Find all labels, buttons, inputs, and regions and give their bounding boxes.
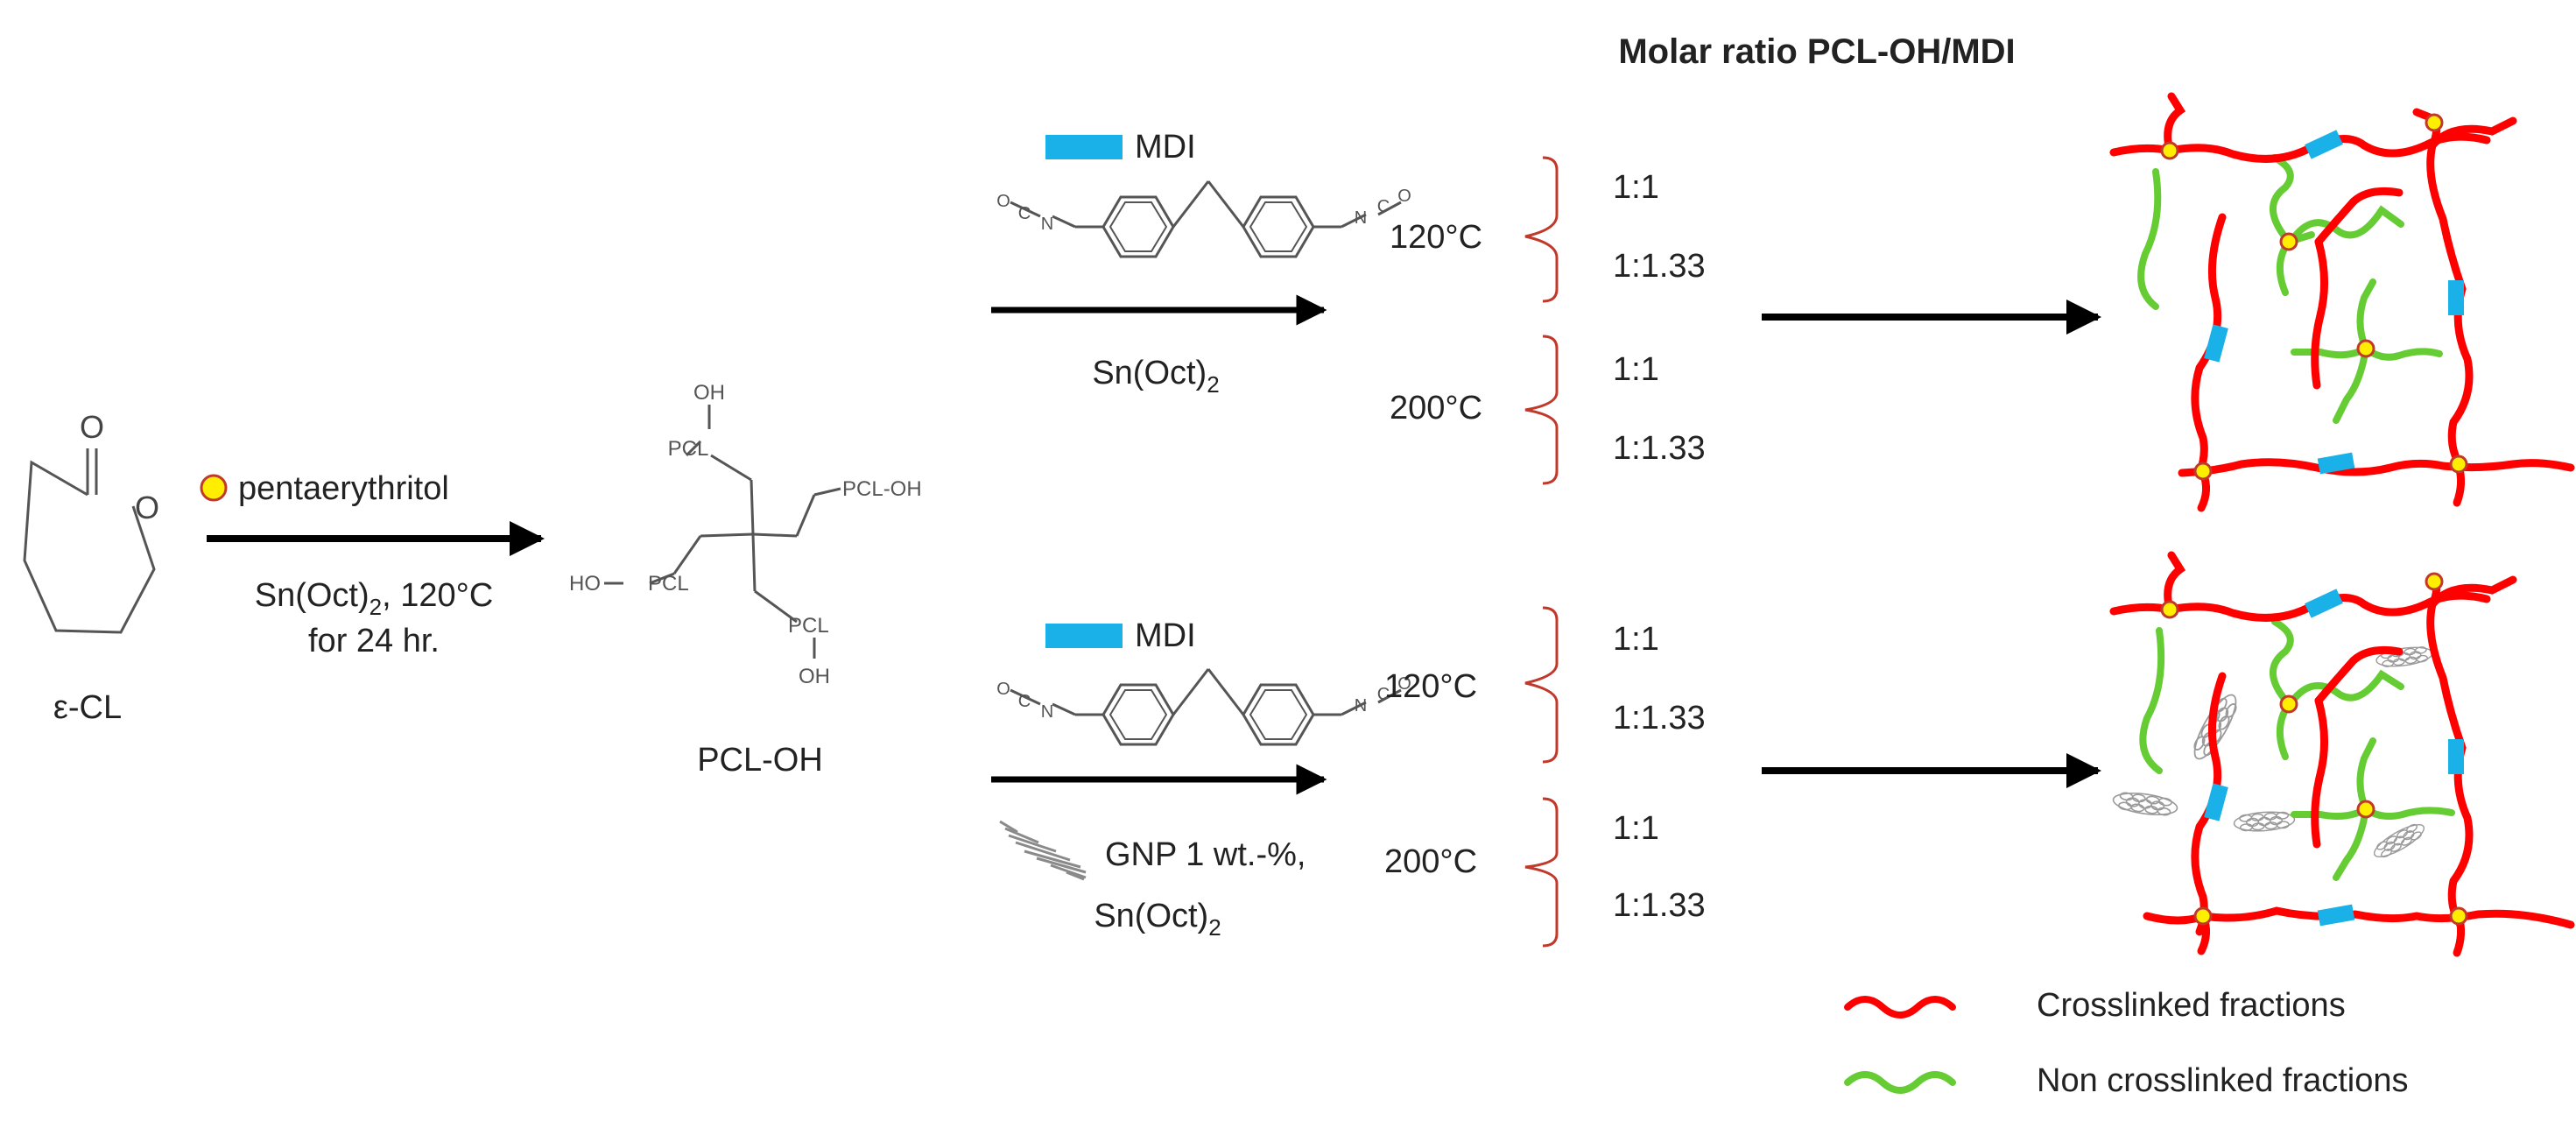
top-mdi-structure bbox=[1009, 180, 1403, 258]
bottom-ratio-1: 1:1 bbox=[1613, 621, 1659, 658]
initiator-label: pentaerythritol bbox=[238, 470, 449, 507]
pcl-oh-top-oh: OH bbox=[693, 381, 725, 405]
top-temp-120: 120°C bbox=[1390, 219, 1482, 256]
top-ratio-2: 1:1.33 bbox=[1613, 248, 1706, 285]
prepolymer-label: PCL-OH bbox=[697, 742, 823, 779]
pentaerythritol-node-icon bbox=[200, 474, 228, 502]
legend-swatch-non-crosslinked bbox=[1844, 1071, 1956, 1094]
bottom-iso-n2: N bbox=[1355, 696, 1367, 716]
top-ratio-3: 1:1 bbox=[1613, 351, 1659, 388]
epsilon-caprolactone-structure bbox=[23, 448, 156, 634]
figure-title: Molar ratio PCL-OH/MDI bbox=[1618, 32, 2015, 71]
bottom-iso-c1: C bbox=[1018, 692, 1031, 711]
bottom-ratio-2: 1:1.33 bbox=[1613, 700, 1706, 737]
top-brace-200 bbox=[1524, 335, 1559, 485]
pcl-oh-bottom-oh: OH bbox=[799, 665, 830, 688]
top-catalyst: Sn(Oct)2 bbox=[1092, 355, 1219, 398]
top-ratio-1: 1:1 bbox=[1613, 169, 1659, 206]
carbonyl-oxygen-label: O bbox=[80, 409, 104, 445]
pcl-oh-left-pcl: PCL bbox=[648, 572, 689, 596]
top-iso-c1: C bbox=[1018, 204, 1031, 223]
top-brace-120 bbox=[1524, 156, 1559, 303]
pcl-oh-structure bbox=[604, 405, 841, 659]
bottom-catalyst: Sn(Oct)2 bbox=[1094, 898, 1221, 941]
bottom-ratio-3: 1:1 bbox=[1613, 810, 1659, 847]
step1-condition-line2: for 24 hr. bbox=[308, 623, 440, 659]
top-iso-o1: O bbox=[996, 192, 1010, 211]
pcl-oh-right-arm: PCL-OH bbox=[842, 477, 922, 501]
crosslinked-network-top bbox=[2109, 92, 2575, 512]
bottom-brace-120 bbox=[1524, 606, 1559, 764]
top-temp-200: 200°C bbox=[1390, 390, 1482, 427]
top-mdi-label: MDI bbox=[1135, 129, 1196, 166]
bottom-brace-200 bbox=[1524, 797, 1559, 948]
legend-swatch-crosslinked bbox=[1844, 996, 1956, 1019]
monomer-label: ε-CL bbox=[53, 689, 122, 726]
bottom-temp-120: 120°C bbox=[1384, 668, 1477, 705]
bottom-iso-o2: O bbox=[1397, 674, 1411, 694]
mdi-segment-icon bbox=[1045, 624, 1123, 648]
crosslinked-network-bottom bbox=[2109, 551, 2575, 957]
bottom-temp-200: 200°C bbox=[1384, 843, 1477, 880]
mdi-segment-icon bbox=[1045, 135, 1123, 159]
bottom-mdi-label: MDI bbox=[1135, 617, 1196, 654]
bottom-iso-n1: N bbox=[1041, 702, 1053, 722]
top-iso-n2: N bbox=[1355, 208, 1367, 228]
pcl-oh-bottom-pcl: PCL bbox=[788, 614, 829, 638]
bottom-iso-c2: C bbox=[1377, 685, 1390, 704]
top-iso-n1: N bbox=[1041, 215, 1053, 234]
bottom-filler-label: GNP 1 wt.-%, bbox=[1105, 836, 1306, 873]
top-iso-c2: C bbox=[1377, 197, 1390, 216]
bottom-mdi-structure bbox=[1009, 667, 1403, 746]
ring-oxygen-label: O bbox=[135, 490, 159, 525]
legend: Crosslinked fractions Non crosslinked fr… bbox=[1844, 987, 2409, 1099]
legend-label-crosslinked: Crosslinked fractions bbox=[2037, 987, 2346, 1024]
top-iso-o2: O bbox=[1397, 187, 1411, 206]
pcl-oh-left-ho: HO bbox=[569, 572, 601, 596]
step1-condition-line1: Sn(Oct)2, 120°C bbox=[255, 577, 494, 620]
legend-label-non-crosslinked: Non crosslinked fractions bbox=[2037, 1062, 2409, 1099]
pcl-oh-top-pcl: PCL bbox=[668, 437, 709, 461]
graphene-nanoplatelet-icon bbox=[999, 820, 1087, 881]
bottom-ratio-4: 1:1.33 bbox=[1613, 887, 1706, 924]
top-ratio-4: 1:1.33 bbox=[1613, 430, 1706, 467]
bottom-iso-o1: O bbox=[996, 680, 1010, 699]
